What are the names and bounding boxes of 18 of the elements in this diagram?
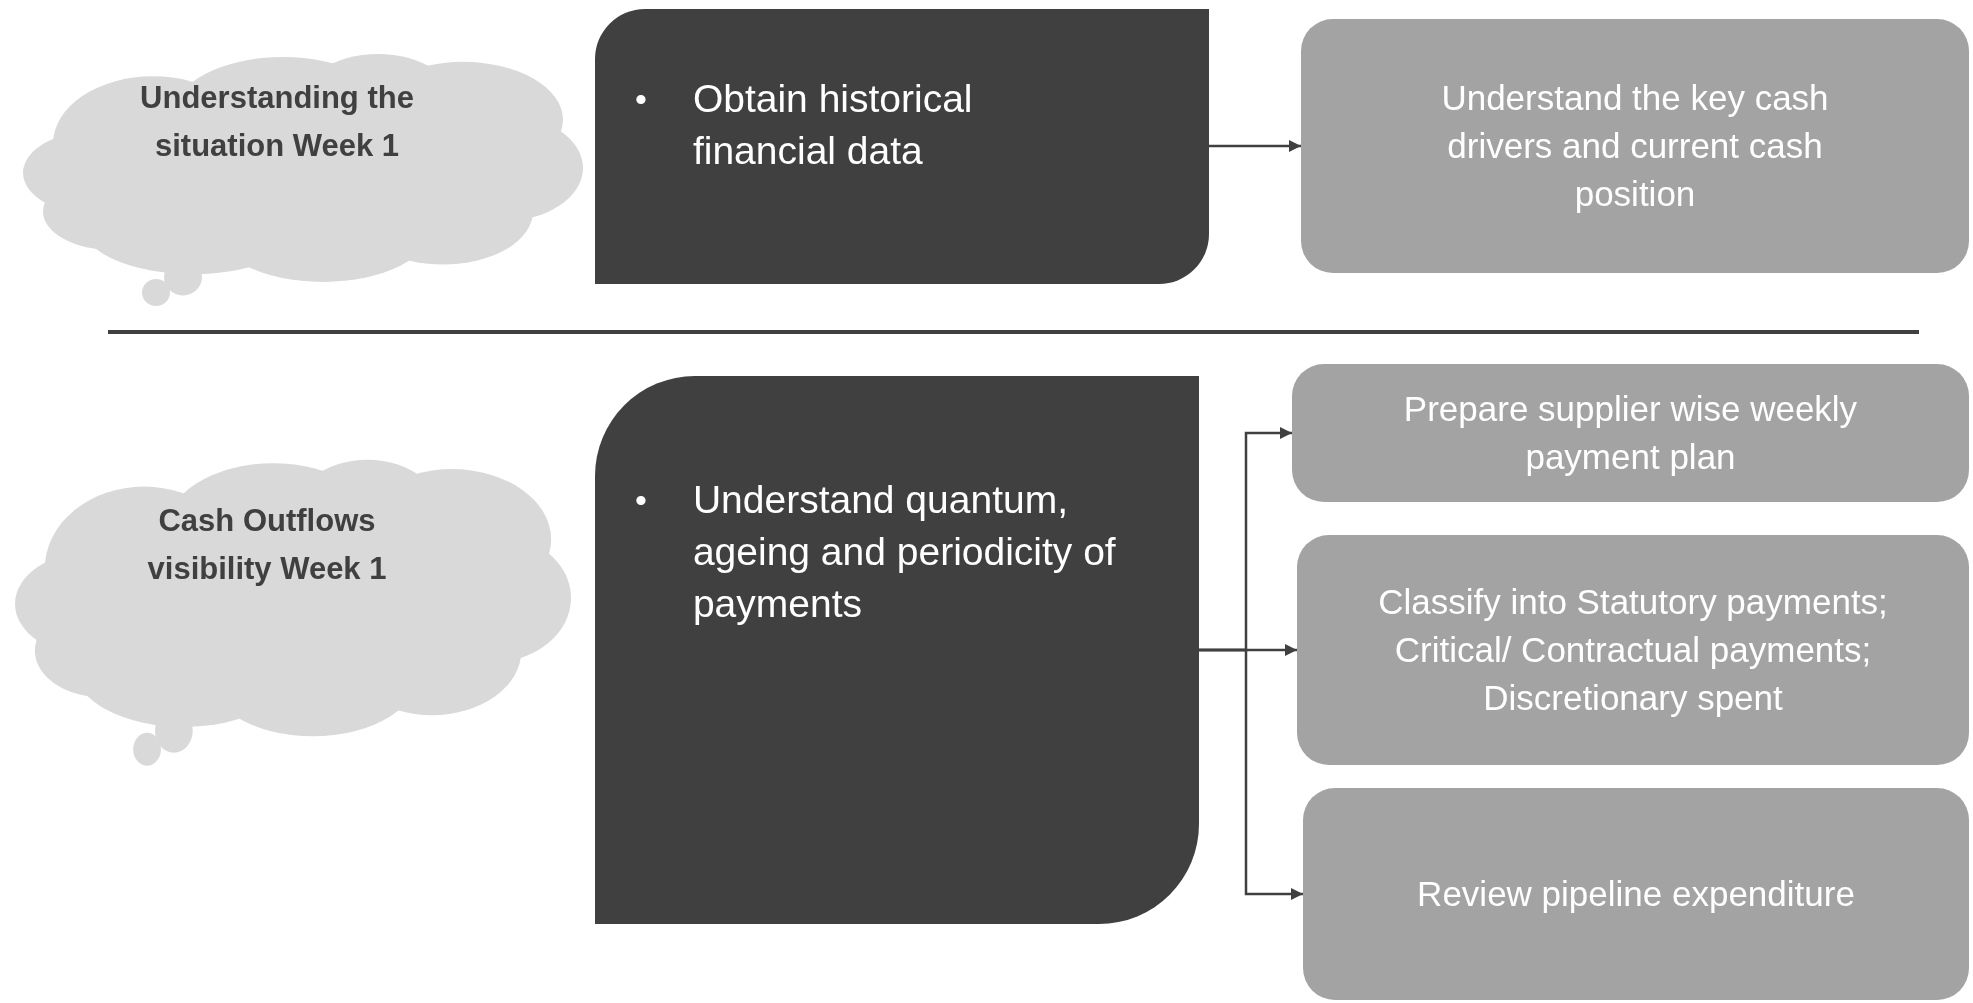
outcome-box <box>1297 535 1969 765</box>
step-box <box>595 376 1199 924</box>
bullet-text: Understand quantum, ageing and periodicity of payments <box>692 477 1117 627</box>
outcome-box <box>1292 364 1969 502</box>
arrow <box>1209 139 1301 153</box>
bullet-marker: • <box>635 480 647 521</box>
outcome-text: Understand the key cash drivers and current cash position <box>1440 77 1830 215</box>
bullet-text: Obtain historical financial data <box>692 76 974 174</box>
outcome-text: Prepare supplier wise weekly payment plan <box>1402 388 1859 478</box>
step-box <box>595 9 1209 284</box>
outcome-text: Review pipeline expenditure <box>1417 873 1855 915</box>
bullet-marker: • <box>635 79 647 120</box>
arrow <box>1199 648 1303 901</box>
outcome-box <box>1301 19 1969 273</box>
outcome-box <box>1303 788 1969 1000</box>
outcome-text: Classify into Statutory payments; Critical/ Contractual payments; Discretionary spent <box>1377 581 1889 719</box>
cloud-label: Understanding the situation Week 1 <box>139 79 415 165</box>
cloud-label: Cash Outflows visibility Week 1 <box>146 502 388 588</box>
